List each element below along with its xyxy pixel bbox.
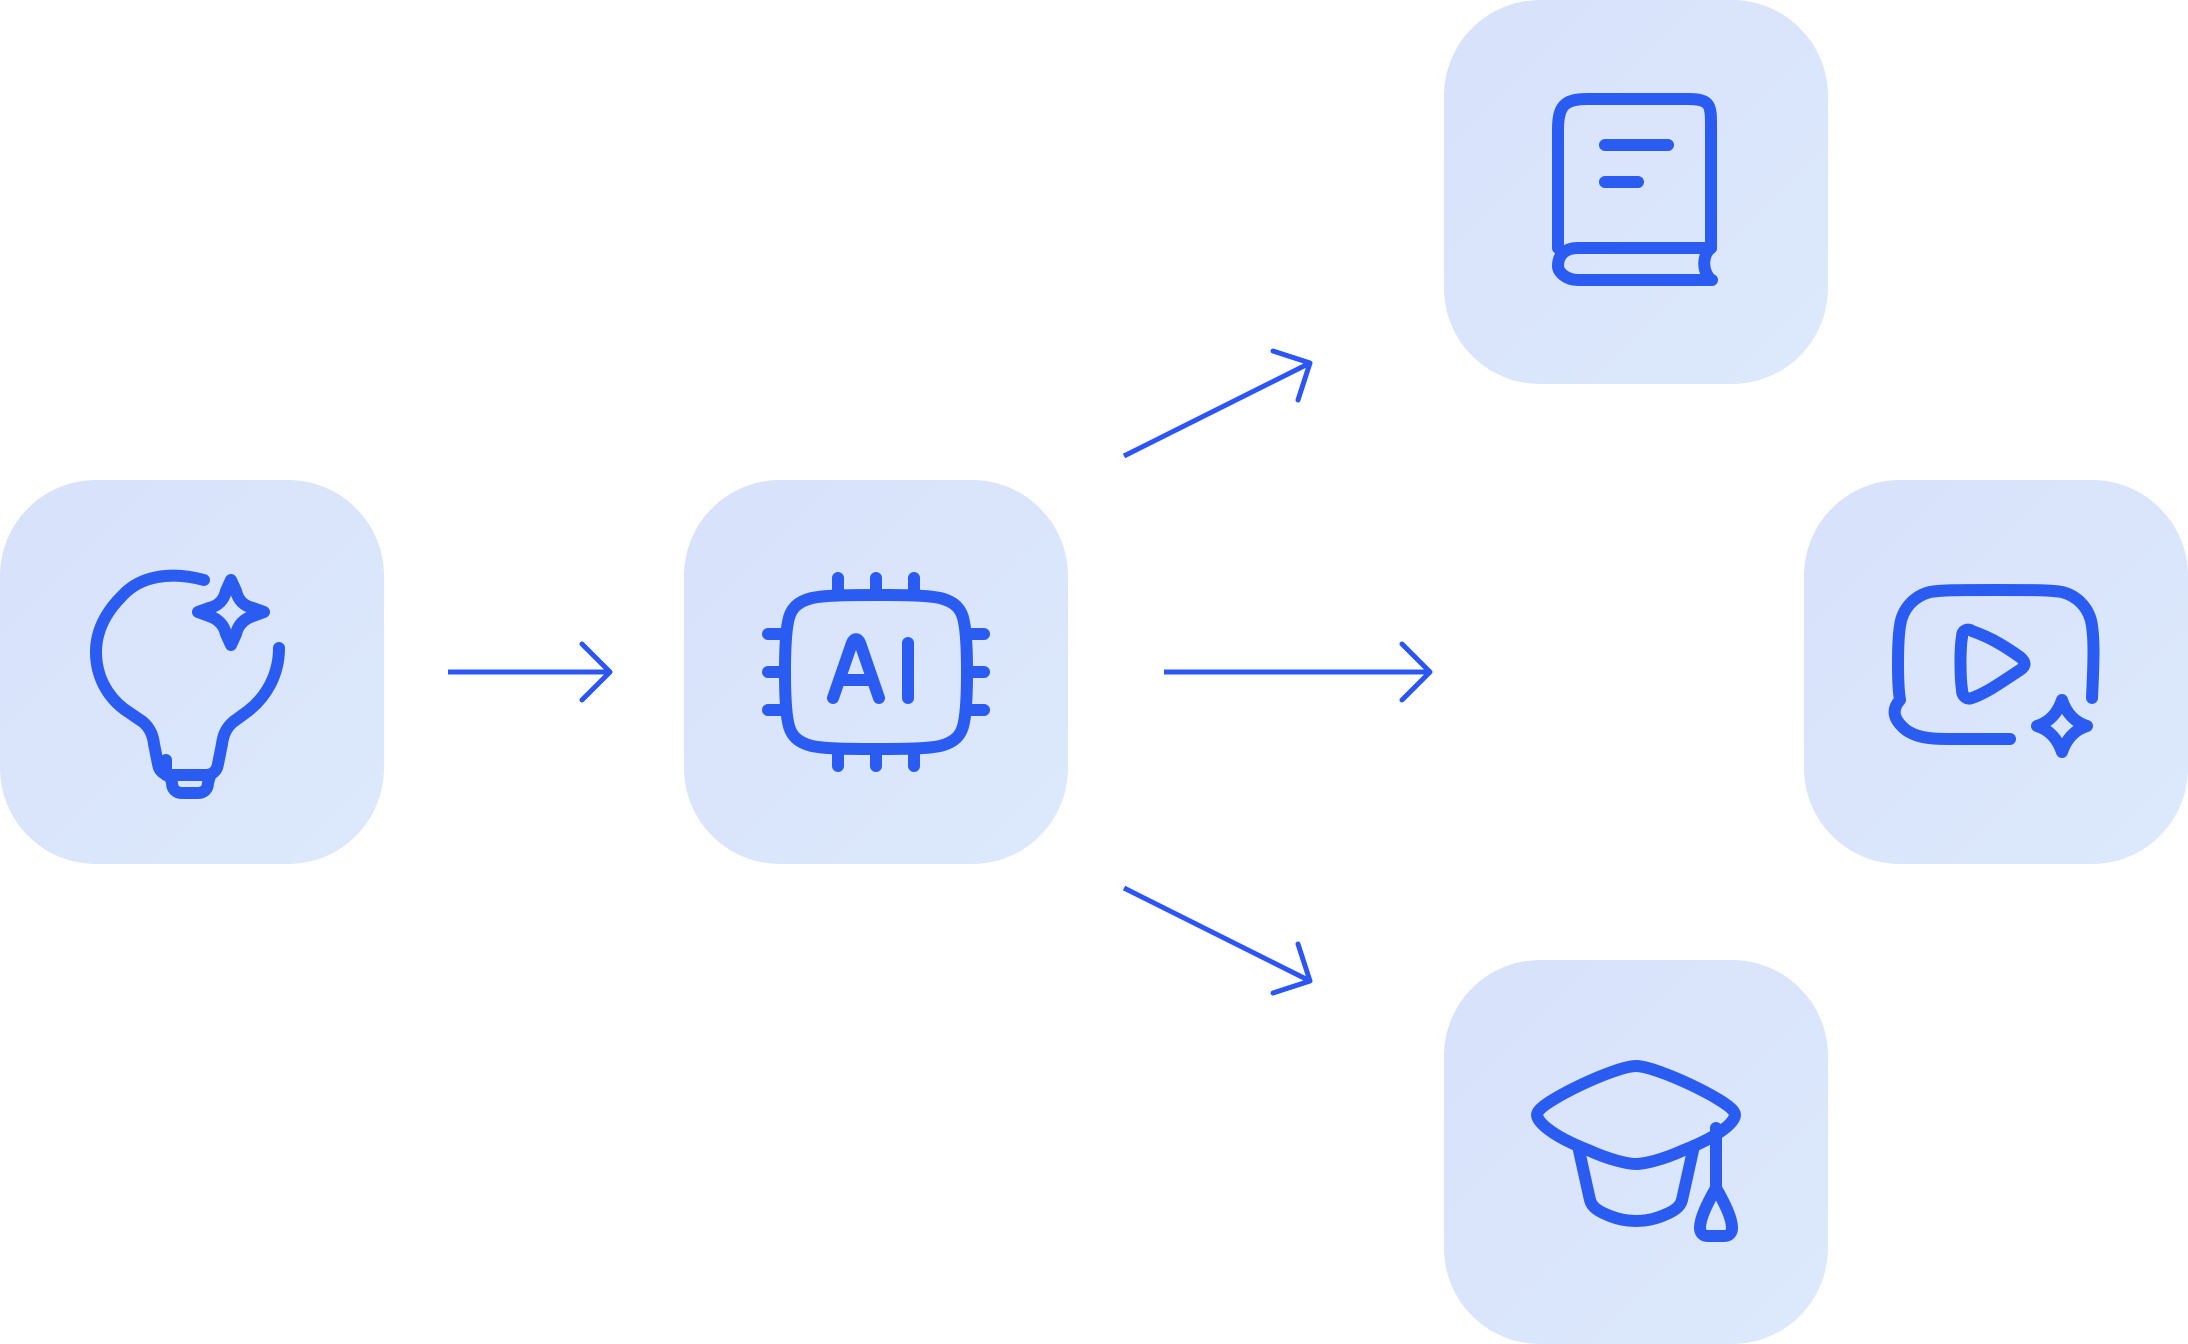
book-tile	[1444, 0, 1828, 384]
video-tile	[1804, 480, 2188, 864]
idea-tile	[0, 480, 384, 864]
graduation-cap-icon	[1531, 1060, 1741, 1242]
lightbulb-sparkle-icon	[90, 569, 285, 799]
video-sparkle-icon	[1888, 584, 2100, 758]
arrow-idea-to-ai	[448, 641, 613, 703]
ai-chip-icon	[762, 572, 990, 772]
book-icon	[1552, 93, 1718, 286]
education-tile	[1444, 960, 1828, 1344]
arrow-ai-to-video	[1164, 641, 1433, 703]
arrow-ai-to-book	[1122, 348, 1313, 459]
arrow-ai-to-education	[1122, 885, 1313, 996]
